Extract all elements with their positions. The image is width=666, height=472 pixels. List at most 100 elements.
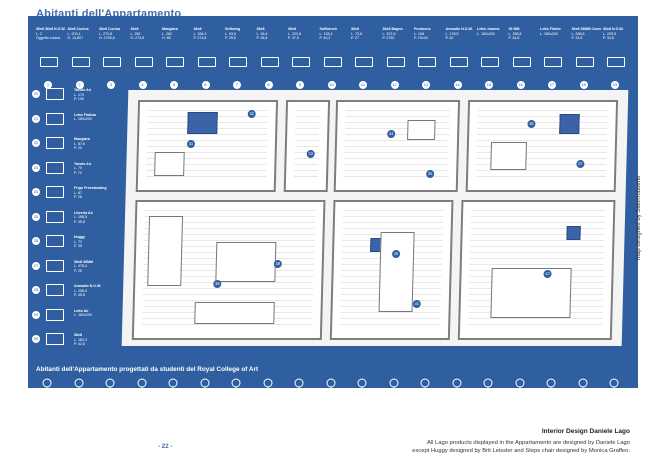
product-icon: [46, 333, 64, 345]
product-number: 11: [359, 81, 367, 89]
product-icon: [168, 378, 178, 391]
product-icon: [323, 57, 342, 67]
product-icon: [546, 378, 556, 391]
credit-line-2: except Huggy designed by Brit Leissler a…: [412, 448, 630, 454]
product-number: 22: [32, 139, 40, 147]
room-corridor: [283, 100, 331, 192]
product-icon: [166, 57, 184, 67]
product-dim2: P. 34,6: [508, 36, 520, 41]
product-icon: [263, 378, 272, 391]
product-icon: [74, 378, 83, 391]
product-number: 28: [32, 286, 40, 294]
product-name: Armadio N.O.W.: [445, 27, 473, 31]
product-dim: L. 108: [414, 31, 424, 36]
product-icon: [386, 57, 405, 67]
product-number: 3: [107, 81, 115, 89]
product-icon: [389, 378, 398, 391]
product-dim: L. 270,8: [99, 31, 112, 36]
kitchen-unit: [187, 112, 218, 134]
product-icon: [105, 378, 115, 391]
product-number: 5: [170, 81, 178, 89]
product-number: 26: [32, 237, 40, 245]
product-icon: [609, 378, 619, 391]
product-icon: [294, 378, 304, 391]
product-name: 36 MM: [508, 27, 520, 31]
credit-text: All Lago products displayed in the Appar…: [330, 439, 630, 455]
product-icon: [452, 378, 461, 391]
product-number: 10: [327, 81, 336, 89]
product-icon: [418, 57, 436, 67]
product-number: 17: [548, 81, 556, 89]
product-name: Softwing: [225, 27, 241, 31]
product-number: 1: [44, 81, 52, 89]
product-dim2: P. 29,6: [225, 36, 236, 41]
product-number: 30: [32, 335, 40, 343]
product-dim: L. 282: [130, 31, 141, 36]
living-table: [215, 242, 277, 282]
product-dim: L. 284,4: [193, 31, 207, 36]
bedroom-bed: [490, 142, 527, 170]
product-icon: [46, 88, 64, 100]
product-number: 15: [485, 81, 493, 89]
product-dim: L. 178,5: [445, 31, 459, 36]
product-name: 36e8: [351, 27, 359, 31]
product-icon: [134, 57, 153, 67]
product-number: 21: [32, 114, 40, 123]
room-bedroom: [465, 100, 619, 192]
product-dim2: P. 62: [445, 36, 454, 41]
product-number: 12: [390, 81, 399, 89]
product-name: Letto Flutter: [540, 27, 561, 31]
product-name: 36e8: [130, 27, 139, 31]
product-number: 23: [32, 163, 40, 172]
product-dim: L. 36,4: [256, 31, 268, 36]
product-name: 36e8: [193, 27, 202, 31]
master-bed: [490, 268, 572, 318]
product-dim: L. 282: [162, 31, 172, 36]
product-name: Mangiara: [162, 27, 178, 31]
product-number: 27: [32, 261, 40, 270]
map-credit: Map designed by Salomobueno: [636, 175, 642, 260]
product-number: 6: [201, 81, 210, 89]
room-master: [457, 200, 616, 340]
product-number: 7: [233, 81, 241, 89]
product-icon: [200, 378, 209, 391]
product-number: 13: [422, 81, 430, 89]
product-icon: [229, 57, 247, 67]
product-dim2: P. 274,8: [193, 36, 207, 41]
product-icon: [481, 57, 499, 67]
product-icon: [449, 57, 468, 67]
product-number: 9: [296, 81, 304, 89]
product-dim: L. 258,8: [508, 31, 522, 36]
product-icon: [40, 57, 58, 67]
bath-tub: [407, 120, 436, 140]
room-kitchen: [135, 100, 279, 192]
product-icon: [512, 57, 531, 67]
room-living: [131, 200, 326, 340]
product-name: Softbench: [319, 27, 338, 31]
product-dim: L. 229,5: [603, 31, 616, 36]
rca-section-title: Abitanti dell'Appartamento progettati da…: [36, 366, 259, 373]
